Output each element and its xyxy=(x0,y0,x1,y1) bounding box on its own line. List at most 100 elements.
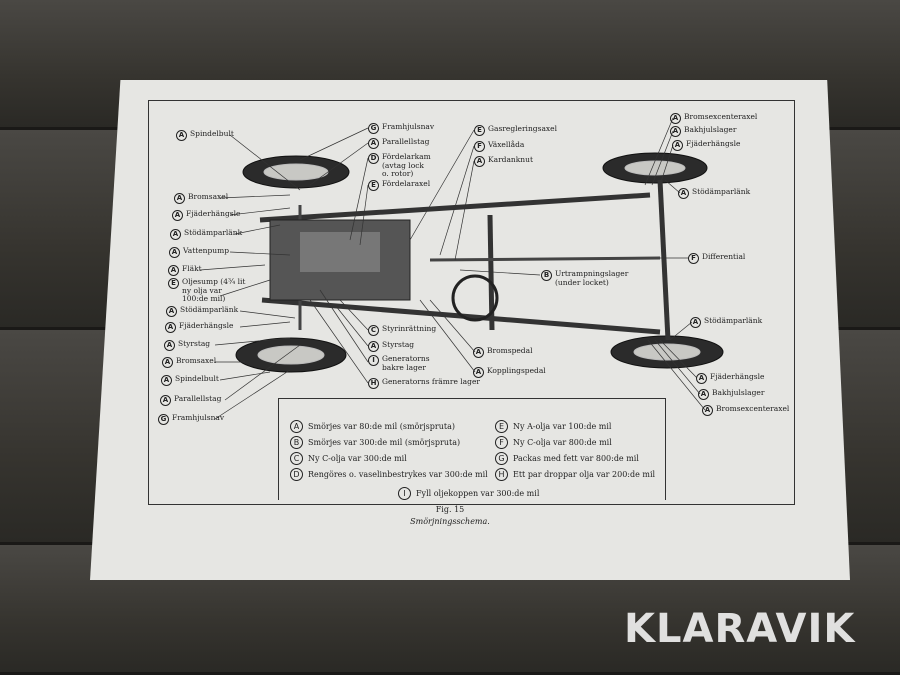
label-text: Spindelbult xyxy=(190,129,234,138)
label-text: Bromspedal xyxy=(487,346,533,355)
label-text: Generatorns främre lager xyxy=(382,377,480,386)
label-text: Fördelaraxel xyxy=(382,179,431,188)
legend-text: Ny C-olja var 800:de mil xyxy=(513,438,612,447)
lubrication-code-icon: A xyxy=(174,193,185,204)
lubrication-code-icon: A xyxy=(368,341,379,352)
lubrication-code-icon: A xyxy=(168,265,179,276)
label-text: Stödämparlänk xyxy=(704,316,763,325)
diagram-frame xyxy=(148,100,795,505)
label-text: Spindelbult xyxy=(175,374,219,383)
label-text: Stödämparlänk xyxy=(184,228,243,237)
label-text: Bromsexcenteraxel xyxy=(716,404,790,413)
lubrication-code-icon: A xyxy=(162,357,173,368)
legend-item: D Rengöres o. vaselinbestrykes var 300:de… xyxy=(290,468,488,481)
lubrication-code-icon: E xyxy=(368,180,379,191)
label-text: Fjäderhängsle xyxy=(179,321,234,330)
lubrication-code-icon: H xyxy=(368,378,379,389)
legend-box xyxy=(278,398,666,500)
legend-text: Ny C-olja var 300:de mil xyxy=(308,454,407,463)
lubrication-code-icon: B xyxy=(290,436,303,449)
label-text: Styrinrättning xyxy=(382,324,437,333)
label-text: Generatorns bakre lager xyxy=(382,354,430,372)
lubrication-code-icon: C xyxy=(290,452,303,465)
lubrication-code-icon: H xyxy=(495,468,508,481)
figure-title: Smörjningsschema. xyxy=(410,517,490,526)
legend-text: Smörjes var 80:de mil (smörjspruta) xyxy=(308,422,455,431)
lubrication-code-icon: A xyxy=(702,405,713,416)
lubrication-code-icon: C xyxy=(368,325,379,336)
label-text: Fördelarkam (avtag lock o. rotor) xyxy=(382,152,431,179)
watermark-logo: KLARAVIK xyxy=(624,606,856,652)
lubrication-code-icon: G xyxy=(368,123,379,134)
legend-item: C Ny C-olja var 300:de mil xyxy=(290,452,407,465)
label-text: Gasregleringsaxel xyxy=(488,124,557,133)
lubrication-code-icon: F xyxy=(474,141,485,152)
lubrication-code-icon: A xyxy=(170,229,181,240)
label-text: Framhjulsnav xyxy=(382,122,435,131)
lubrication-code-icon: I xyxy=(398,487,411,500)
lubrication-code-icon: I xyxy=(368,355,379,366)
lubrication-code-icon: A xyxy=(165,322,176,333)
label-text: Framhjulsnav xyxy=(172,413,225,422)
wheel-hubs xyxy=(257,160,701,365)
label-text: Differential xyxy=(702,252,746,261)
lubrication-code-icon: A xyxy=(696,373,707,384)
lubrication-code-icon: D xyxy=(290,468,303,481)
legend-text: Rengöres o. vaselinbestrykes var 300:de … xyxy=(308,470,488,479)
lubrication-code-icon: A xyxy=(290,420,303,433)
leader-lines xyxy=(199,117,706,420)
label-text: Styrstag xyxy=(178,339,211,348)
label-text: Bromsexcenteraxel xyxy=(684,112,758,121)
label-text: Bakhjulslager xyxy=(684,125,737,134)
lubrication-code-icon: A xyxy=(473,347,484,358)
lubrication-code-icon: A xyxy=(474,156,485,167)
legend-text: Ny A-olja var 100:de mil xyxy=(513,422,612,431)
label-text: Stödämparlänk xyxy=(692,187,751,196)
label-text: Fjäderhängsle xyxy=(186,209,241,218)
lubrication-code-icon: F xyxy=(688,253,699,264)
lubrication-code-icon: A xyxy=(169,247,180,258)
label-text: Styrstag xyxy=(382,340,415,349)
label-text: Bakhjulslager xyxy=(712,388,765,397)
manual-page xyxy=(90,80,850,580)
legend-item: A Smörjes var 80:de mil (smörjspruta) xyxy=(290,420,455,433)
label-text: Stödämparlänk xyxy=(180,305,239,314)
label-text: Urtrampningslager (under locket) xyxy=(555,269,629,287)
lubrication-code-icon: D xyxy=(368,153,379,164)
lubrication-code-icon: A xyxy=(368,138,379,149)
lubrication-code-icon: A xyxy=(670,113,681,124)
legend-text: Ett par droppar olja var 200:de mil xyxy=(513,470,656,479)
legend-text: Fyll oljekoppen var 300:de mil xyxy=(416,489,540,498)
lubrication-code-icon: G xyxy=(158,414,169,425)
label-text: Bromsaxel xyxy=(188,192,229,201)
lubrication-code-icon: A xyxy=(678,188,689,199)
